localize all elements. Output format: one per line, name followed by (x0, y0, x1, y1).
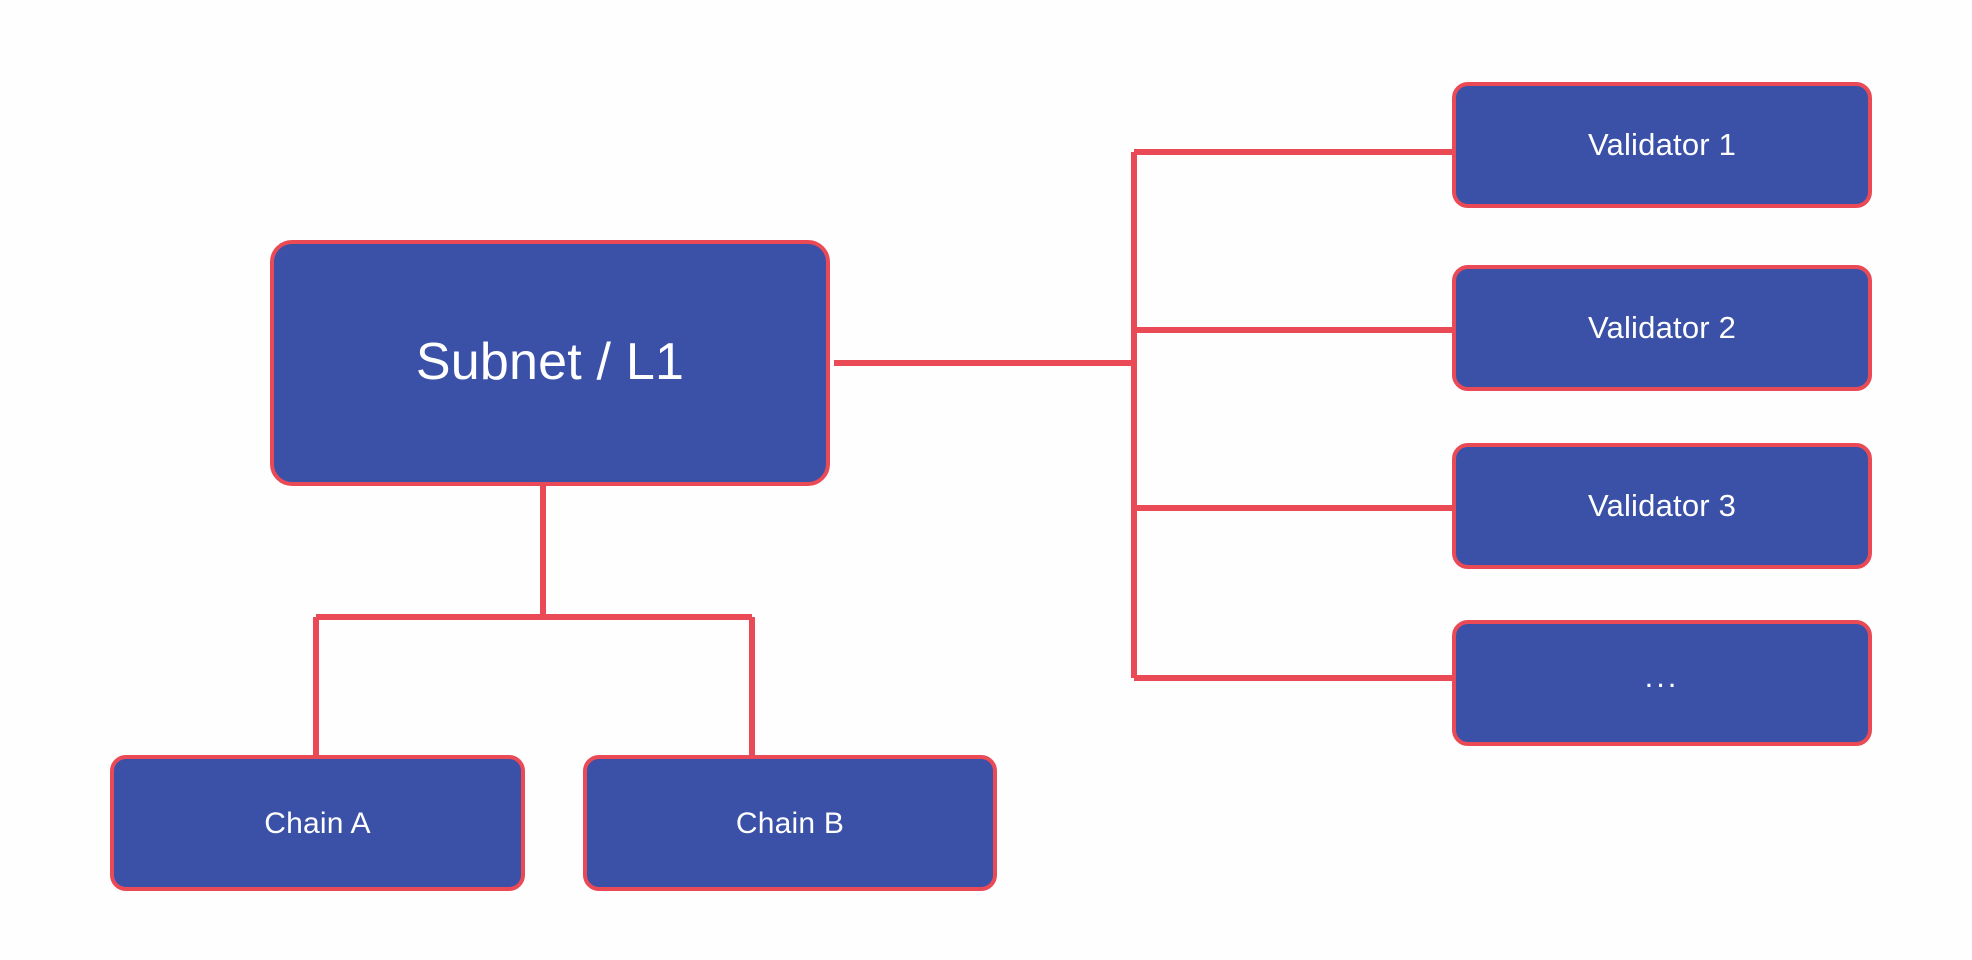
node-chain-b-label: Chain B (735, 806, 845, 840)
node-validator-2-label: Validator 2 (1587, 309, 1737, 345)
node-validator-more[interactable]: ... (1452, 620, 1872, 746)
node-validator-2[interactable]: Validator 2 (1452, 265, 1872, 391)
node-validator-3-label: Validator 3 (1587, 487, 1737, 523)
node-chain-b[interactable]: Chain B (583, 755, 997, 891)
node-chain-a[interactable]: Chain A (110, 755, 525, 891)
node-validator-1[interactable]: Validator 1 (1452, 82, 1872, 208)
node-subnet-l1[interactable]: Subnet / L1 (270, 240, 830, 486)
node-chain-a-label: Chain A (264, 806, 371, 840)
node-validator-3[interactable]: Validator 3 (1452, 443, 1872, 569)
node-subnet-l1-label: Subnet / L1 (415, 333, 685, 392)
node-validator-1-label: Validator 1 (1587, 126, 1737, 162)
node-validator-more-label: ... (1644, 658, 1680, 694)
